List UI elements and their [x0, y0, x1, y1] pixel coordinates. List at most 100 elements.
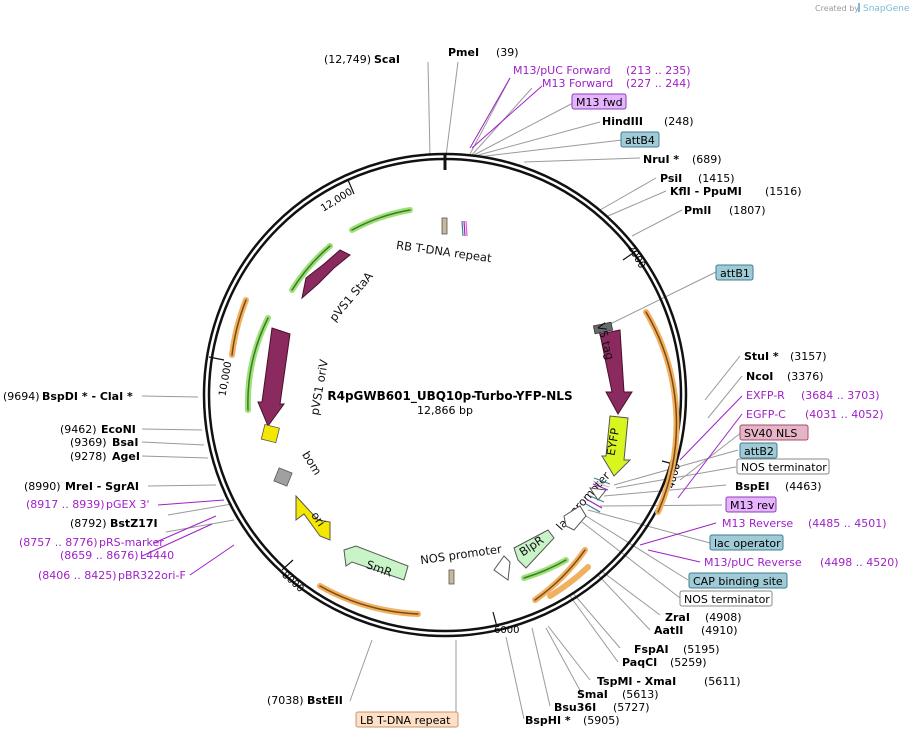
site-name: Bsu36I: [554, 701, 596, 714]
site-pos: (9462): [60, 423, 97, 436]
site-name: BstZ17I: [110, 517, 158, 530]
feature-box-label: NOS terminator: [684, 593, 770, 606]
site-pos: (1807): [729, 204, 766, 217]
nos-promoter-label: NOS promoter: [419, 542, 502, 567]
feature-box-label: lac operator: [714, 537, 781, 550]
site-pos: (3157): [790, 350, 827, 363]
pvs1-staa-label: pVS1 StaA: [326, 269, 375, 324]
rb-tdna-repeat-label: RB T-DNA repeat: [395, 238, 493, 265]
site-name: TspMI - XmaI: [597, 675, 676, 688]
nos-promoter-feature: [448, 569, 455, 585]
primer-pos: (8757 .. 8776): [19, 536, 98, 549]
site-name: NruI *: [643, 153, 679, 166]
feature-box-attb1: [715, 264, 754, 281]
credit-text: Created by: [815, 4, 859, 13]
primer-pos: (4031 .. 4052): [805, 408, 884, 421]
smr-arrow: [343, 545, 409, 581]
site-name: MreI - SgrAI: [65, 480, 139, 493]
site-name: BsaI: [112, 436, 138, 449]
turboid-arrow: [599, 329, 633, 415]
primer-name: L4440: [140, 549, 174, 562]
site-pos: (8990): [24, 480, 61, 493]
oriv-box: [260, 424, 280, 444]
primer-pos: (8406 .. 8425): [38, 569, 117, 582]
site-pos: (1516): [765, 185, 802, 198]
site-pos: (12,749): [324, 53, 371, 66]
feature-box-label: attB4: [625, 134, 655, 147]
credit-brand: SnapGene: [863, 4, 910, 14]
green-arcs: [244, 207, 569, 581]
site-pos: (5611): [704, 675, 741, 688]
site-name: ZraI: [665, 611, 690, 624]
bom-label: bom: [299, 449, 324, 478]
v5-tag-label: V5 tag: [594, 321, 617, 361]
primer-pos: (8659 .. 8676): [60, 549, 139, 562]
snapgene-logo-icon: [858, 3, 860, 12]
primer-name: pGEX 3': [106, 498, 150, 511]
site-name: SmaI: [577, 688, 608, 701]
site-name: BspHI *: [525, 714, 571, 727]
blpr-small-arrow: [493, 555, 511, 581]
attb4-cluster: [461, 220, 468, 237]
feature-box-label: CAP binding site: [693, 575, 783, 588]
rb-tdna-repeat-feature: [441, 217, 448, 235]
primer-name: EXFP-R: [746, 389, 785, 402]
turboid-label: TurboID: [635, 348, 656, 398]
v5-tag-feature: [592, 321, 614, 335]
primer-pos: (8917 .. 8939): [26, 498, 105, 511]
plasmid-size: 12,866 bp: [417, 404, 473, 417]
feature-box-label: M13 fwd: [576, 96, 623, 109]
site-pos: (9694): [3, 390, 40, 403]
primer-pos: (213 .. 235): [626, 64, 691, 77]
primer-pos: (3684 .. 3703): [801, 389, 880, 402]
site-name: PaqCI: [622, 656, 657, 669]
plasmid-name: R4pGWB601_UBQ10p-Turbo-YFP-NLS: [327, 389, 572, 404]
site-pos: (7038): [267, 694, 304, 707]
primer-leader-lines: [141, 77, 743, 576]
lac-promoter-arrow: [563, 505, 587, 531]
site-pos: (5259): [670, 656, 707, 669]
eyfp-label: EYFP: [604, 427, 623, 457]
feature-box-m13-fwd: [571, 93, 627, 110]
site-name: FspAI: [634, 643, 669, 656]
primer-name: EGFP-C: [746, 408, 786, 421]
primer-name: pRS-marker: [99, 536, 164, 549]
site-pos: (5613): [622, 688, 659, 701]
site-pos: (9278): [70, 450, 107, 463]
site-name: PmeI: [448, 46, 479, 59]
site-name: EcoNI: [101, 423, 136, 436]
site-name: StuI *: [744, 350, 779, 363]
site-pos: (39): [496, 46, 519, 59]
bom-box: [273, 467, 293, 487]
tick-8000: 8000: [279, 570, 305, 595]
tick-10000: 10,000: [217, 361, 234, 397]
site-name: BstEII: [307, 694, 343, 707]
site-pos: (3376): [787, 370, 824, 383]
site-pos: (5905): [583, 714, 620, 727]
feature-box-sv40-nls: [739, 424, 809, 441]
site-name: AatII: [654, 624, 683, 637]
orange-arcs: [229, 297, 680, 617]
primer-name: M13/pUC Reverse: [704, 556, 802, 569]
nos-terminator-feature: [588, 487, 607, 501]
site-pos: (9369): [70, 436, 107, 449]
feature-box-attb2: [739, 442, 778, 459]
tick-6000: 6000: [494, 625, 519, 636]
primer-name: M13/pUC Forward: [513, 64, 611, 77]
ori-arrow: [295, 494, 331, 541]
site-pos: (248): [664, 115, 694, 128]
feature-box-lb-tdna-repeat: [355, 711, 459, 728]
site-name: NcoI: [746, 370, 773, 383]
feature-box-nos-terminator: [736, 458, 830, 475]
site-name: HindIII: [602, 115, 643, 128]
eyfp-arrow: [601, 415, 632, 477]
feature-box-m13-rev: [725, 496, 777, 513]
primer-name: pBR322ori-F: [118, 569, 186, 582]
feature-box-cap-binding-site: [688, 572, 788, 589]
pvs1-staa-arrow: [301, 249, 351, 300]
site-pos: (689): [692, 153, 722, 166]
site-name: AgeI: [112, 450, 140, 463]
site-name: BspDI * - ClaI *: [42, 390, 133, 403]
site-name: BspEI: [735, 480, 769, 493]
site-pos: (4908): [705, 611, 742, 624]
